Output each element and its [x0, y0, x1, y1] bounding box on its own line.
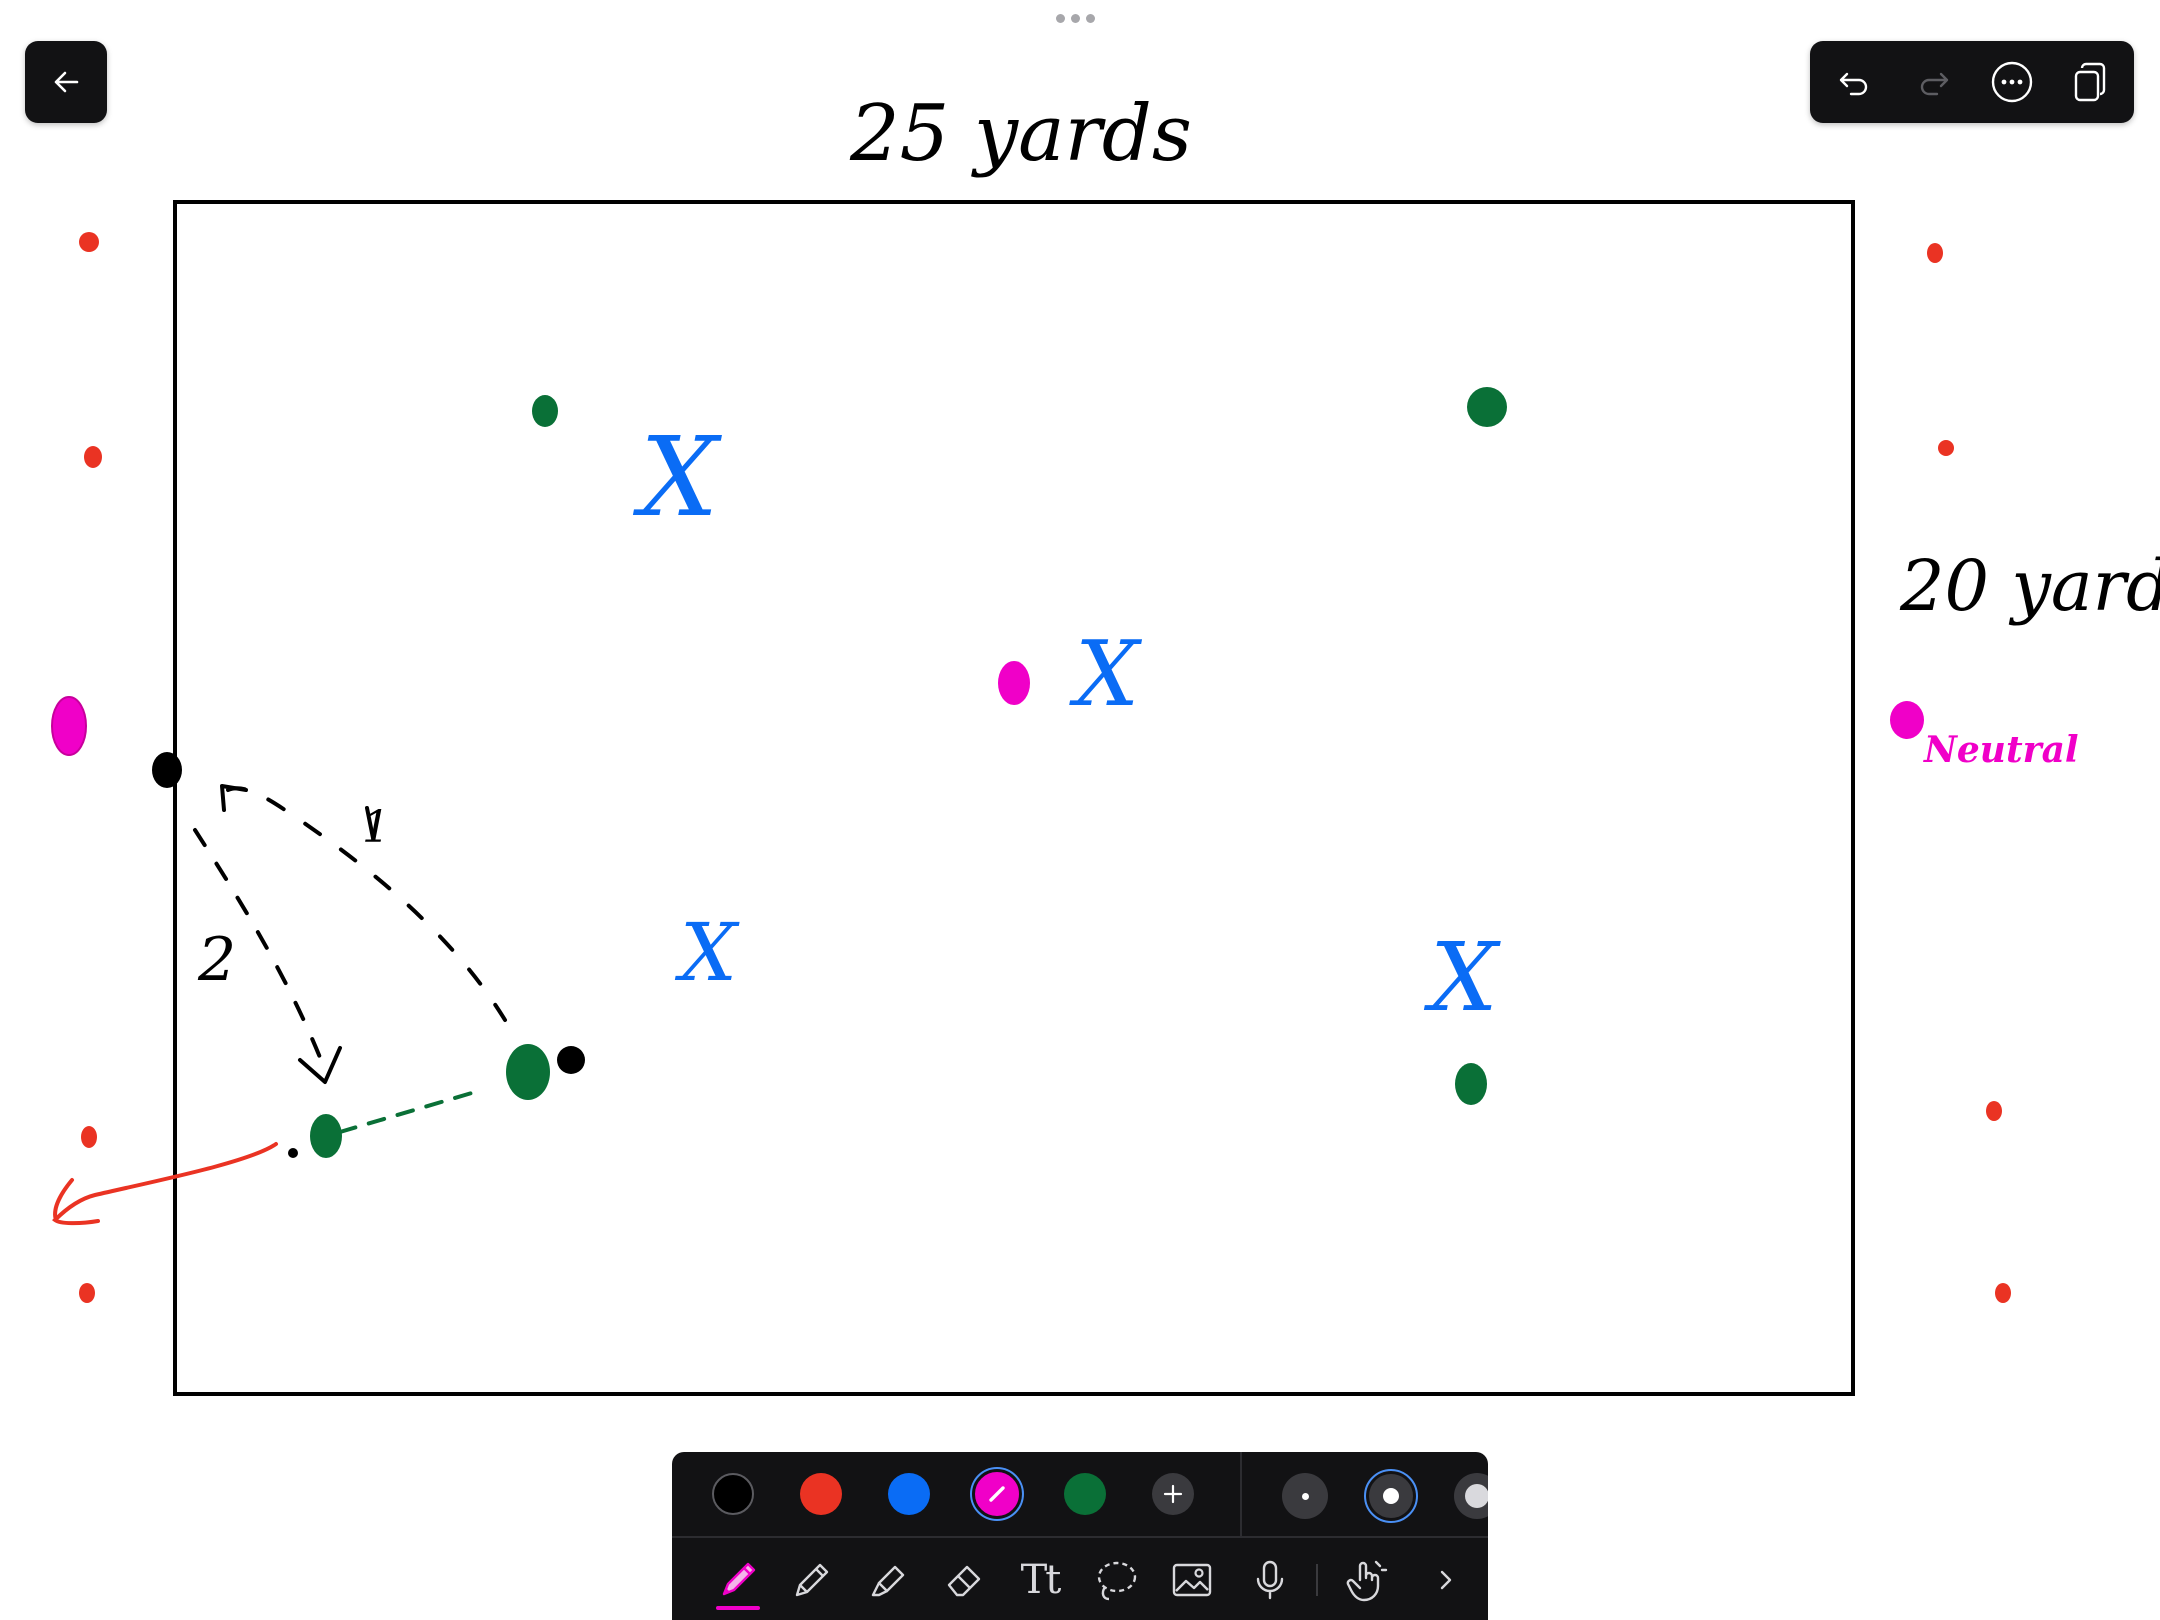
size-dot	[1383, 1488, 1399, 1504]
arrow-label-2: 2	[197, 925, 236, 995]
field-width-label: 25 yards	[849, 89, 1192, 179]
dock-divider	[1240, 1452, 1242, 1536]
grabber-dot	[1086, 14, 1095, 23]
cone-marker	[79, 232, 99, 252]
back-button[interactable]	[25, 41, 107, 123]
text-tool[interactable]: Tt	[1012, 1552, 1068, 1608]
exit-arrowhead	[53, 1178, 74, 1222]
highlighter-tool[interactable]	[860, 1552, 916, 1608]
pen-tool[interactable]	[710, 1552, 766, 1610]
more-icon	[1991, 61, 2033, 103]
cone-marker	[1986, 1101, 2002, 1121]
lasso-icon	[1097, 1561, 1137, 1601]
add-color-button[interactable]	[1152, 1473, 1194, 1515]
ball-marker	[557, 1046, 585, 1074]
arrow-label-1: 1	[362, 802, 390, 853]
eraser-icon	[947, 1565, 981, 1597]
grabber-dot	[1071, 14, 1080, 23]
pages-button[interactable]	[2060, 52, 2120, 112]
arrow-left-icon	[54, 71, 79, 93]
cone-marker	[81, 1126, 97, 1148]
run-arrow-2	[193, 828, 327, 1072]
cone-marker	[84, 446, 102, 468]
undo-icon	[1839, 72, 1868, 96]
cone-marker	[1938, 440, 1954, 456]
image-icon	[1172, 1563, 1212, 1597]
cone-marker	[79, 1283, 95, 1303]
neutral-player	[998, 661, 1030, 705]
color-pink-swatch[interactable]	[972, 1469, 1022, 1519]
redo-icon	[1920, 72, 1949, 96]
team-player	[1455, 1063, 1487, 1105]
cone-marker	[1927, 243, 1943, 263]
color-red-swatch[interactable]	[800, 1473, 842, 1515]
size-dot	[1465, 1484, 1488, 1508]
drawing-dock: Tt	[672, 1452, 1488, 1620]
pass-line	[338, 1090, 477, 1134]
stroke-size-small[interactable]	[1282, 1473, 1328, 1519]
text-icon: Tt	[1020, 1557, 1062, 1603]
stroke-size-large[interactable]	[1454, 1473, 1488, 1519]
color-green-swatch[interactable]	[1064, 1473, 1106, 1515]
team-player	[532, 395, 558, 427]
touch-draw-toggle[interactable]	[1338, 1552, 1394, 1608]
exit-arrow	[52, 1142, 278, 1226]
cone-marker	[1995, 1283, 2011, 1303]
tool-separator	[1316, 1564, 1318, 1596]
top-toolbar	[1810, 41, 2134, 123]
ball-marker	[288, 1148, 298, 1158]
team-player	[506, 1044, 550, 1100]
opponent-marker: X	[1069, 622, 1143, 727]
opponent-marker: X	[674, 906, 740, 999]
size-dot	[1301, 1492, 1309, 1500]
microphone-icon	[1256, 1560, 1284, 1600]
grabber-dot	[1056, 14, 1065, 23]
field-height-label: 20 yards	[1899, 545, 2160, 627]
opponent-marker: X	[632, 413, 722, 541]
more-button[interactable]	[1982, 52, 2042, 112]
hand-icon	[1346, 1560, 1388, 1602]
arrowhead-1	[220, 784, 248, 812]
eraser-tool[interactable]	[936, 1552, 992, 1608]
highlighter-icon	[871, 1565, 905, 1597]
image-tool[interactable]	[1164, 1552, 1220, 1608]
edit-color-icon	[989, 1486, 1005, 1502]
team-player	[1467, 387, 1507, 427]
redo-button[interactable]	[1904, 52, 1964, 112]
color-blue-swatch[interactable]	[888, 1473, 930, 1515]
ball-marker	[152, 752, 182, 788]
neutral-legend-label: Neutral	[1923, 729, 2079, 771]
expand-tools-button[interactable]	[1418, 1552, 1474, 1608]
chevron-right-icon	[1440, 1570, 1452, 1590]
neutral-legend-dot	[1890, 701, 1924, 739]
pages-icon	[2074, 62, 2106, 102]
stroke-size-medium[interactable]	[1364, 1469, 1418, 1523]
field-boundary	[173, 200, 1855, 1396]
pen-icon	[722, 1562, 756, 1596]
audio-record-tool[interactable]	[1242, 1552, 1298, 1608]
window-grabber[interactable]	[1056, 14, 1095, 23]
undo-button[interactable]	[1824, 52, 1884, 112]
color-black-swatch[interactable]	[712, 1473, 754, 1515]
plus-icon	[1163, 1484, 1183, 1504]
pencil-tool[interactable]	[784, 1552, 840, 1608]
team-player	[310, 1114, 342, 1158]
arrow-tick	[365, 806, 375, 840]
lasso-tool[interactable]	[1088, 1552, 1144, 1608]
arrowhead-2	[298, 1046, 342, 1084]
dock-divider	[672, 1536, 1488, 1538]
pencil-icon	[795, 1563, 829, 1597]
neutral-player	[51, 696, 87, 756]
opponent-marker: X	[1423, 923, 1501, 1033]
